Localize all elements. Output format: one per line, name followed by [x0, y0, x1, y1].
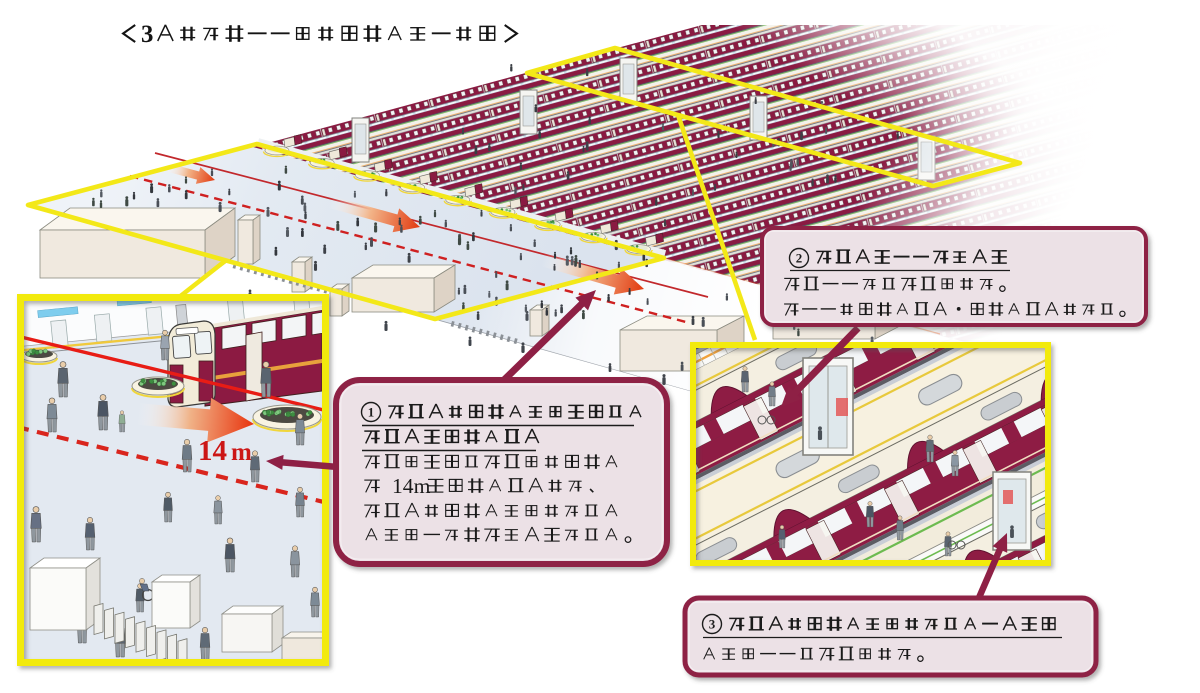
svg-text:1: 1: [368, 405, 375, 420]
svg-text:14m: 14m: [392, 474, 431, 498]
svg-text:2: 2: [796, 251, 803, 266]
svg-text:m: m: [231, 439, 252, 466]
svg-text:3: 3: [141, 21, 153, 48]
svg-text:3: 3: [709, 617, 716, 632]
svg-text:14: 14: [198, 435, 227, 467]
